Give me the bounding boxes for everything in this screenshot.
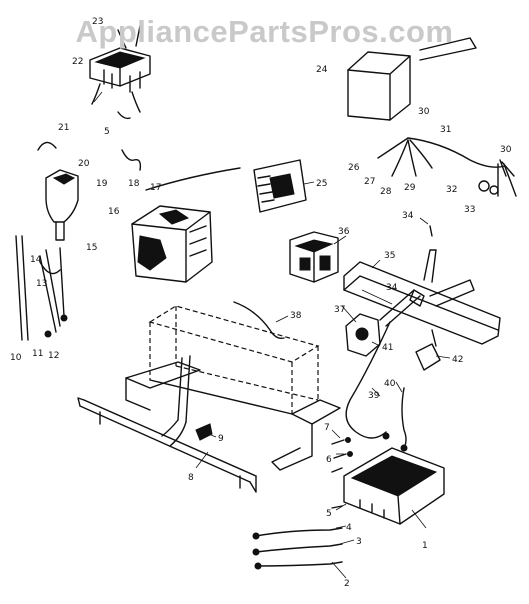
part-circuit-board — [253, 159, 307, 213]
callout-11: 11 — [32, 349, 43, 359]
leader-lines — [93, 91, 451, 579]
callout-5-bottom: 5 — [326, 509, 332, 519]
part-pigtail-38 — [233, 301, 285, 340]
callout-7: 7 — [324, 423, 330, 433]
callout-34-top: 34 — [402, 211, 414, 221]
part-grommet-9 — [195, 423, 213, 441]
callout-19: 19 — [96, 179, 108, 189]
callout-5-top: 5 — [104, 127, 110, 137]
part-rods-left — [15, 235, 68, 341]
part-screws — [331, 437, 353, 509]
callout-2: 2 — [344, 579, 350, 589]
callout-35: 35 — [384, 251, 395, 261]
callout-8: 8 — [188, 473, 194, 483]
part-wires-39-41 — [345, 321, 408, 452]
callout-4: 4 — [346, 523, 352, 533]
callout-18: 18 — [128, 179, 140, 189]
callout-22: 22 — [72, 57, 83, 67]
callout-26: 26 — [348, 163, 360, 173]
callout-3: 3 — [356, 537, 362, 547]
part-gas-valve — [131, 205, 213, 283]
callout-36: 36 — [338, 227, 350, 237]
callout-42: 42 — [452, 355, 463, 365]
callout-30-top: 30 — [418, 107, 430, 117]
part-wire-harness — [377, 137, 517, 197]
callout-39: 39 — [368, 391, 380, 401]
callout-32: 32 — [446, 185, 457, 195]
callout-23: 23 — [92, 17, 103, 27]
callout-12: 12 — [48, 351, 59, 361]
callout-27: 27 — [364, 177, 375, 187]
callout-20: 20 — [78, 159, 90, 169]
callout-17: 17 — [150, 183, 161, 193]
part-probes-bottom — [252, 527, 343, 570]
callout-21: 21 — [58, 123, 69, 133]
callout-31: 31 — [440, 125, 451, 135]
callout-labels: 1 2 3 4 5 5 6 7 8 9 10 11 12 13 14 15 16… — [10, 17, 512, 589]
callout-30-right: 30 — [500, 145, 512, 155]
part-burner-manifold — [343, 225, 501, 345]
callout-38: 38 — [290, 311, 302, 321]
watermark-text: AppliancePartsPros.com — [75, 14, 454, 49]
callout-15: 15 — [86, 243, 97, 253]
part-frame — [77, 305, 341, 493]
callout-29: 29 — [404, 183, 416, 193]
part-transformer-top — [89, 25, 151, 120]
callout-13: 13 — [36, 279, 47, 289]
callout-40: 40 — [384, 379, 396, 389]
part-wire-17 — [145, 167, 241, 191]
callout-16: 16 — [108, 207, 120, 217]
part-transformer-center — [289, 231, 339, 283]
callout-37: 37 — [334, 305, 345, 315]
callout-25: 25 — [316, 179, 327, 189]
callout-1: 1 — [422, 541, 428, 551]
part-cover-box — [347, 37, 477, 121]
part-clip-18 — [121, 149, 142, 171]
callout-34-mid: 34 — [386, 283, 398, 293]
part-control-module — [343, 447, 445, 525]
callout-41: 41 — [382, 343, 393, 353]
part-sensor-42 — [415, 329, 441, 371]
callout-14: 14 — [30, 255, 42, 265]
callout-10: 10 — [10, 353, 22, 363]
callout-6: 6 — [326, 455, 332, 465]
callout-24: 24 — [316, 65, 328, 75]
callout-9: 9 — [218, 434, 224, 444]
callout-28: 28 — [380, 187, 392, 197]
callout-33: 33 — [464, 205, 475, 215]
part-knob-assembly — [37, 141, 79, 241]
